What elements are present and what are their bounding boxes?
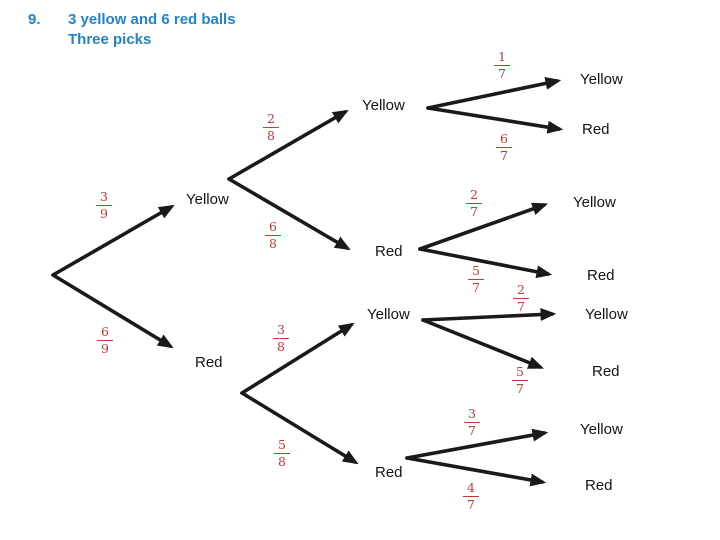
- fraction-yellow-yellow-red: 6 7: [496, 132, 512, 163]
- fraction-denominator: 7: [467, 496, 475, 512]
- outcome-label-red-red-red: Red: [585, 477, 613, 494]
- fraction-numerator: 5: [468, 264, 484, 280]
- fraction-numerator: 2: [263, 112, 279, 128]
- branch-red-red-red: [405, 456, 547, 487]
- fraction-numerator: 4: [463, 481, 479, 497]
- node-label-red-yellow: Yellow: [367, 306, 410, 323]
- node-label-yellow: Yellow: [186, 191, 229, 208]
- fraction-denominator: 7: [472, 279, 480, 295]
- branch-yellow-red: [227, 177, 351, 251]
- fraction-denominator: 7: [470, 203, 478, 219]
- fraction-numerator: 5: [512, 365, 528, 381]
- node-label-yellow-yellow: Yellow: [362, 97, 405, 114]
- branch-red-yellow: [240, 322, 355, 395]
- fraction-denominator: 8: [277, 338, 285, 354]
- outcome-label-red-yellow-yellow: Yellow: [585, 306, 628, 323]
- fraction-numerator: 3: [273, 323, 289, 339]
- fraction-numerator: 2: [513, 283, 529, 299]
- fraction-denominator: 9: [101, 340, 109, 356]
- fraction-denominator: 9: [100, 205, 108, 221]
- fraction-red-red: 5 8: [274, 438, 290, 469]
- fraction-denominator: 7: [516, 380, 524, 396]
- fraction-numerator: 6: [265, 220, 281, 236]
- node-label-red: Red: [195, 354, 223, 371]
- fraction-red: 6 9: [97, 325, 113, 356]
- fraction-denominator: 8: [269, 235, 277, 251]
- outcome-label-yellow-red-red: Red: [587, 267, 615, 284]
- page-title: 3 yellow and 6 red balls: [68, 11, 236, 28]
- fraction-numerator: 5: [274, 438, 290, 454]
- branch-red-red-yellow: [405, 428, 549, 460]
- fraction-yellow-red-yellow: 2 7: [466, 188, 482, 219]
- fraction-numerator: 6: [97, 325, 113, 341]
- branch-yellow-yellow-yellow: [426, 77, 562, 110]
- fraction-numerator: 2: [466, 188, 482, 204]
- fraction-denominator: 7: [498, 65, 506, 81]
- fraction-numerator: 6: [496, 132, 512, 148]
- fraction-red-yellow: 3 8: [273, 323, 289, 354]
- branch-yellow-yellow: [227, 109, 349, 181]
- branch-red-red: [240, 391, 359, 465]
- fraction-yellow-red: 6 8: [265, 220, 281, 251]
- fraction-denominator: 7: [517, 298, 525, 314]
- node-label-yellow-red: Red: [375, 243, 403, 260]
- branch-red: [51, 273, 174, 349]
- branch-red-yellow-red: [421, 318, 545, 369]
- fraction-red-red-yellow: 3 7: [464, 407, 480, 438]
- fraction-yellow-yellow: 2 8: [263, 112, 279, 143]
- fraction-denominator: 8: [267, 127, 275, 143]
- question-number: 9.: [28, 11, 41, 28]
- branch-yellow-red-red: [418, 247, 553, 279]
- fraction-yellow: 3 9: [96, 190, 112, 221]
- fraction-numerator: 3: [464, 407, 480, 423]
- branch-yellow-yellow-red: [426, 106, 564, 134]
- fraction-red-red-red: 4 7: [463, 481, 479, 512]
- fraction-yellow-red-red: 5 7: [468, 264, 484, 295]
- page-subtitle: Three picks: [68, 31, 152, 48]
- branch-red-yellow-yellow: [421, 308, 557, 322]
- fraction-denominator: 7: [500, 147, 508, 163]
- fraction-numerator: 1: [494, 50, 510, 66]
- fraction-denominator: 7: [468, 422, 476, 438]
- fraction-red-yellow-red: 5 7: [512, 365, 528, 396]
- fraction-denominator: 8: [278, 453, 286, 469]
- outcome-label-yellow-red-yellow: Yellow: [573, 194, 616, 211]
- outcome-label-red-red-yellow: Yellow: [580, 421, 623, 438]
- outcome-label-yellow-yellow-red: Red: [582, 121, 610, 138]
- outcome-label-yellow-yellow-yellow: Yellow: [580, 71, 623, 88]
- branch-yellow-red-yellow: [418, 202, 549, 251]
- fraction-red-yellow-yellow: 2 7: [513, 283, 529, 314]
- fraction-yellow-yellow-yellow: 1 7: [494, 50, 510, 81]
- branch-yellow: [51, 204, 175, 277]
- fraction-numerator: 3: [96, 190, 112, 206]
- outcome-label-red-yellow-red: Red: [592, 363, 620, 380]
- node-label-red-red: Red: [375, 464, 403, 481]
